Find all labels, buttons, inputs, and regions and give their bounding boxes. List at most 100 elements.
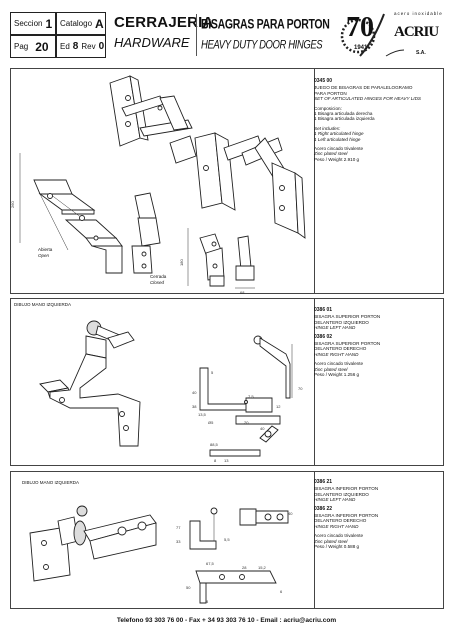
seccion-label: Seccion	[14, 19, 43, 28]
desc-es-line1: BISAGRA INFERIOR PORTON	[314, 486, 379, 492]
material-en: Zinc plated steel	[314, 151, 348, 157]
lower-hinge-drawing: 77 33 5,5 40 67,5 28 15,2 50 8 6	[29, 505, 293, 604]
section-lower-hinge	[10, 471, 444, 609]
dim: 12	[276, 404, 281, 409]
open-label-es: Abierta	[38, 247, 53, 252]
dim: 33	[176, 539, 181, 544]
dim: 8	[214, 458, 217, 463]
composition-item: 1 Bisagra articulada derecha	[314, 111, 373, 117]
includes-label: Set includes:	[314, 125, 341, 131]
desc-en: SET OF ARTICULATED HINGES FOR HEAVY LIDS	[314, 96, 421, 102]
weight: Peso / Weight 1.256 g	[314, 372, 360, 378]
dim: 38	[192, 404, 197, 409]
dim: 40	[260, 426, 265, 431]
seccion-cell: Seccion 1	[10, 12, 56, 35]
product-code: 0386 01	[314, 307, 333, 313]
dim: 70	[298, 386, 303, 391]
desc-es-line1: JUEGO DE BISAGRAS DE PARALELOGRAMO	[314, 85, 413, 91]
closed-label-en: Closed	[150, 280, 165, 285]
dim-height: 260	[10, 201, 15, 208]
dim: 20	[244, 420, 249, 425]
open-label-en: Open	[38, 253, 50, 258]
includes-item: 1 Left articulated hinge	[314, 136, 361, 142]
logo-laurel-icon	[340, 13, 405, 57]
desc-es-line2: DELANTERO IZQUIERDO	[314, 491, 369, 497]
pag-value: 20	[35, 39, 49, 54]
weight: Peso / Weight 2.910 g	[314, 156, 360, 162]
composition-item: 1 Bisagra articulada izquierda	[314, 116, 375, 122]
logo-tagline: acero inoxidable	[394, 11, 443, 16]
catalogo-value: A	[95, 16, 104, 31]
dim: 50	[186, 585, 191, 590]
material-en: Zinc plated steel	[314, 538, 348, 544]
seccion-value: 1	[45, 16, 53, 31]
dim: 40	[192, 390, 197, 395]
catalogo-label: Catalogo	[60, 19, 93, 28]
dim: 13	[224, 458, 229, 463]
product-code: 0386 02	[314, 333, 333, 340]
drawing-left-hand-label: DIBUJO MANO IZQUIERDA	[22, 480, 80, 485]
dim: 28	[242, 565, 247, 570]
dim: 67,5	[206, 561, 215, 566]
upper-hinge-drawing: 40 5 38 13,5 Ø5 7,5 12 20 40 70 88,5 8 1…	[39, 320, 303, 463]
material-es: Acero cincado trivalente	[314, 361, 364, 367]
desc-es-line2: PARA PORTON	[314, 90, 347, 96]
product-code: 0386 22	[314, 505, 333, 512]
product-info-0386-upper: 0386 01 BISAGRA SUPERIOR PORTON DELANTER…	[314, 307, 440, 378]
product-subtitle: HEAVY DUTY DOOR HINGES	[201, 38, 323, 53]
dim: 7,5	[248, 394, 254, 399]
desc-en: HINGE RIGHT HAND	[314, 351, 359, 357]
includes-item: 1 Right articulated hinge	[314, 131, 364, 137]
desc-en: HINGE RIGHT HAND	[314, 523, 359, 529]
product-code: 0345 00	[314, 78, 333, 84]
section-upper-hinge	[10, 298, 444, 466]
material-es: Acero cincado trivalente	[314, 146, 364, 152]
dim: 13,5	[198, 412, 207, 417]
product-title: BISAGRAS PARA PORTON	[201, 17, 330, 33]
material-en: Zinc plated steel	[314, 366, 348, 372]
section-articulated-set	[10, 68, 444, 294]
ed-label: Ed	[60, 42, 70, 51]
dim: 40	[288, 511, 293, 516]
product-info-0345: 0345 00 JUEGO DE BISAGRAS DE PARALELOGRA…	[314, 78, 440, 162]
closed-label-es: Cerrada	[150, 274, 167, 279]
catalogo-cell: Catalogo A	[56, 12, 106, 35]
category-title: CERRAJERIA	[114, 14, 214, 31]
dim: 77	[176, 525, 181, 530]
dim-closed-h: 180	[179, 259, 184, 266]
dim: 5,5	[224, 537, 230, 542]
desc-es-line1: BISAGRA SUPERIOR PORTON	[314, 314, 381, 320]
ed-value: 8	[72, 41, 79, 52]
logo-brand: ACRIU	[394, 24, 439, 40]
dim: 15,2	[258, 565, 267, 570]
dim-closed-w: 68	[240, 290, 245, 295]
pag-label: Pag	[14, 42, 29, 51]
category-subtitle: HARDWARE	[114, 35, 190, 50]
logo-seventy: 70	[346, 12, 374, 43]
material-es: Acero cincado trivalente	[314, 533, 364, 539]
rev-label: Rev	[81, 42, 96, 51]
desc-es-line2: DELANTERO DERECHO	[314, 518, 367, 524]
desc-es-line1: BISAGRA SUPERIOR PORTON	[314, 341, 381, 347]
desc-es-line1: BISAGRA INFERIOR PORTON	[314, 513, 379, 519]
product-code: 0386 21	[314, 479, 333, 485]
ed-rev-cell: Ed 8 Rev 0	[56, 35, 106, 58]
footer-contact: Telefono 93 303 76 00 - Fax + 34 93 303 …	[116, 617, 337, 624]
company-logo: acero inoxidable 70 1941 ACRIU S.A.	[338, 10, 444, 62]
dim: 8	[206, 599, 209, 604]
desc-en: HINGE LEFT HAND	[314, 325, 356, 331]
dim: 6	[280, 589, 283, 594]
articulated-hinge-drawing: 260 180 68	[10, 75, 306, 295]
dim: Ø5	[208, 420, 214, 425]
desc-en: HINGE LEFT HAND	[314, 497, 356, 503]
dim: 5	[211, 370, 214, 375]
composition-label: Composicion:	[314, 105, 342, 111]
logo-years: 1941	[354, 45, 368, 51]
dim: 88,5	[210, 442, 219, 447]
title-separator	[196, 14, 197, 56]
desc-es-line2: DELANTERO DERECHO	[314, 346, 367, 352]
pag-cell: Pag 20	[10, 35, 56, 58]
desc-es-line2: DELANTERO IZQUIERDO	[314, 319, 369, 325]
logo-sa: S.A.	[416, 50, 426, 56]
rev-value: 0	[98, 41, 105, 52]
